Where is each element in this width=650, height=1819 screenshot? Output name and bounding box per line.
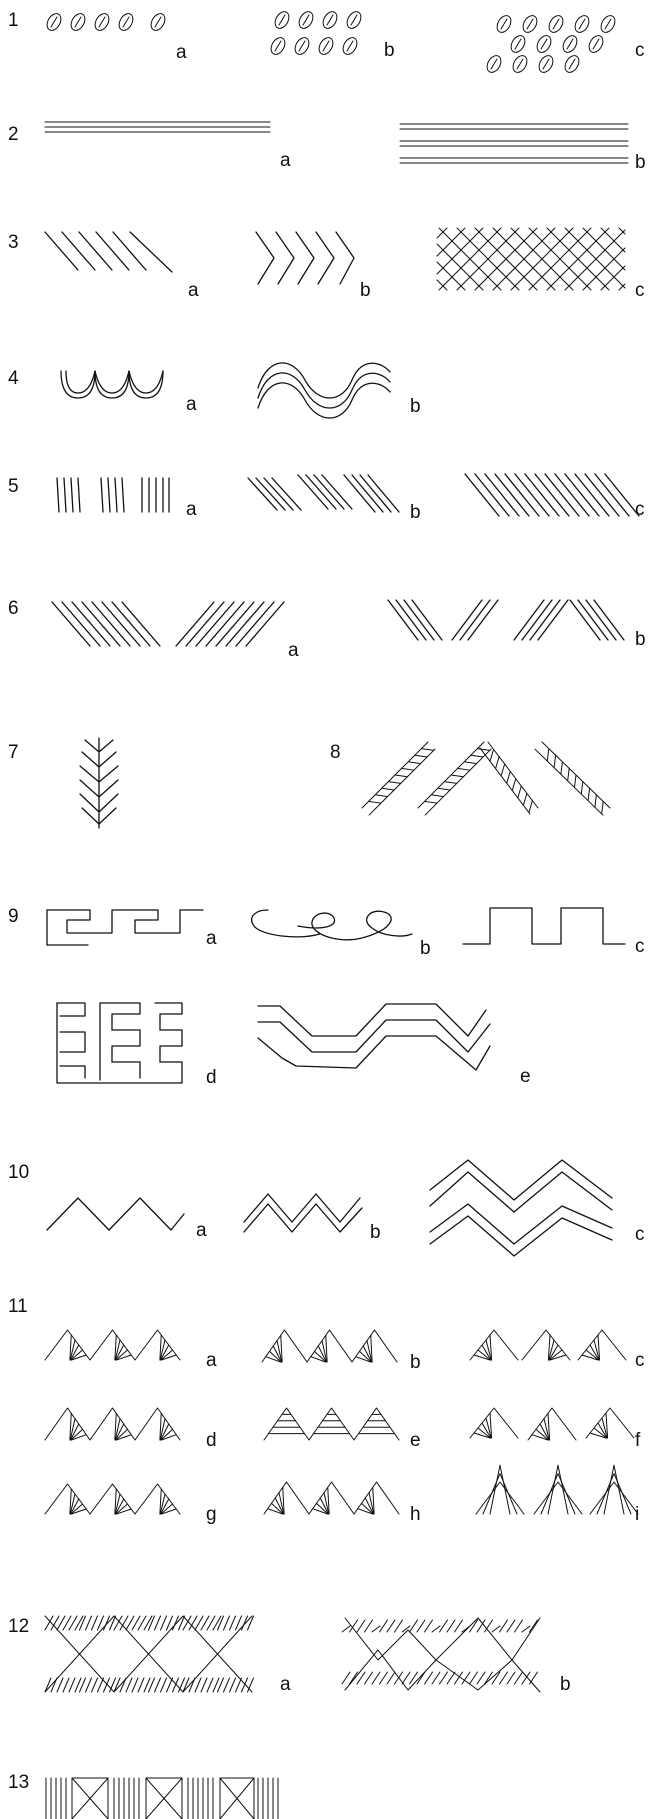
figure-label: b: [360, 280, 371, 301]
row-7: 7: [8, 738, 118, 828]
figure-11i: i: [476, 1465, 639, 1525]
figure-label: c: [635, 936, 645, 957]
figure-label: g: [206, 1504, 217, 1525]
figure-label: a: [188, 280, 199, 301]
figure-3a: a: [45, 232, 199, 301]
figure-9e: e: [258, 1004, 531, 1087]
figure-label: c: [635, 1350, 645, 1371]
row-2: 2 a b: [8, 122, 646, 173]
figure-label: a: [280, 1674, 291, 1695]
figure-10a: a: [47, 1198, 207, 1241]
row-11: 11 a b c d e f g h: [8, 1296, 645, 1525]
figure-2a: a: [45, 122, 291, 171]
figure-9d: d: [57, 1003, 217, 1088]
figure-12a: a: [45, 1616, 291, 1695]
figure-label: e: [410, 1430, 421, 1451]
row-number: 3: [8, 232, 19, 253]
figure-3b: b: [256, 232, 371, 301]
row-number: 7: [8, 742, 19, 763]
figure-11h: h: [264, 1482, 421, 1525]
row-number: 13: [8, 1772, 29, 1793]
row-6: 6 a: [8, 598, 646, 661]
figure-4a: a: [61, 371, 197, 415]
figure-label: b: [410, 502, 421, 523]
figure-label: b: [635, 629, 646, 650]
figure-10b: b: [244, 1194, 381, 1243]
figure-9b: b: [252, 910, 431, 959]
figure-1b: b: [268, 9, 394, 61]
row-13: 13: [8, 1772, 278, 1819]
figure-label: b: [560, 1674, 571, 1695]
figure-5b: b: [248, 475, 421, 523]
figure-11a: a: [45, 1330, 217, 1371]
figure-label: c: [635, 40, 645, 61]
figure-label: e: [520, 1066, 531, 1087]
figure-10c: c: [430, 1160, 645, 1256]
figure-1a: a: [44, 11, 187, 63]
figure-label: b: [410, 1352, 421, 1373]
figure-5a: a: [57, 478, 197, 520]
figure-label: a: [176, 42, 187, 63]
figure-label: a: [206, 928, 217, 949]
figure-label: i: [635, 1504, 639, 1525]
row-number: 9: [8, 906, 19, 927]
row-number: 4: [8, 368, 19, 389]
figure-label: d: [206, 1430, 217, 1451]
row-number: 2: [8, 124, 19, 145]
figure-label: a: [206, 1350, 217, 1371]
figure-label: d: [206, 1067, 217, 1088]
row-number: 1: [8, 10, 19, 31]
figure-label: h: [410, 1504, 421, 1525]
figure-label: b: [635, 152, 646, 173]
figure-12b: b: [342, 1618, 571, 1695]
row-4: 4 a b: [8, 363, 421, 418]
figure-11d: d: [45, 1408, 217, 1451]
row-9: 9 a b c: [8, 906, 645, 1088]
figure-6a: a: [52, 602, 299, 661]
figure-11c: c: [470, 1330, 645, 1371]
figure-9a: a: [47, 910, 217, 949]
figure-5c: c: [465, 474, 645, 520]
figure-label: a: [196, 1220, 207, 1241]
row-number: 11: [8, 1296, 28, 1317]
figure-label: c: [635, 499, 645, 520]
figure-label: b: [384, 40, 395, 61]
figure-11f: f: [470, 1408, 641, 1451]
figure-13: [46, 1778, 278, 1819]
figure-label: b: [410, 396, 421, 417]
figure-label: a: [186, 394, 197, 415]
row-number: 10: [8, 1162, 29, 1183]
figure-label: f: [635, 1430, 641, 1451]
figure-3c: c: [437, 228, 645, 301]
row-3: 3 a b c: [8, 228, 645, 301]
figure-1c: c: [484, 13, 644, 75]
figure-label: a: [186, 499, 197, 520]
figure-6b: b: [388, 600, 646, 650]
row-number: 12: [8, 1616, 29, 1637]
figure-8: [362, 742, 610, 815]
row-12: 12 a b: [8, 1616, 571, 1695]
row-5: 5 a b: [8, 474, 645, 523]
row-10: 10 a b c: [8, 1160, 645, 1256]
figure-11e: e: [264, 1408, 421, 1451]
figure-label: a: [280, 150, 291, 171]
figure-label: a: [288, 640, 299, 661]
figure-11b: b: [262, 1330, 421, 1373]
figure-7: [80, 738, 118, 828]
figure-11g: g: [45, 1484, 217, 1525]
figure-4b: b: [258, 363, 421, 418]
figure-label: b: [420, 938, 431, 959]
row-number: 5: [8, 476, 19, 497]
figure-2b: b: [400, 124, 646, 173]
figure-label: b: [370, 1222, 381, 1243]
figure-9c: c: [463, 908, 645, 957]
figure-label: c: [635, 1224, 645, 1245]
figure-label: c: [635, 280, 645, 301]
row-number: 6: [8, 598, 19, 619]
row-8: 8: [330, 742, 610, 815]
row-number: 8: [330, 742, 341, 763]
row-1: 1 a b c: [8, 9, 645, 75]
